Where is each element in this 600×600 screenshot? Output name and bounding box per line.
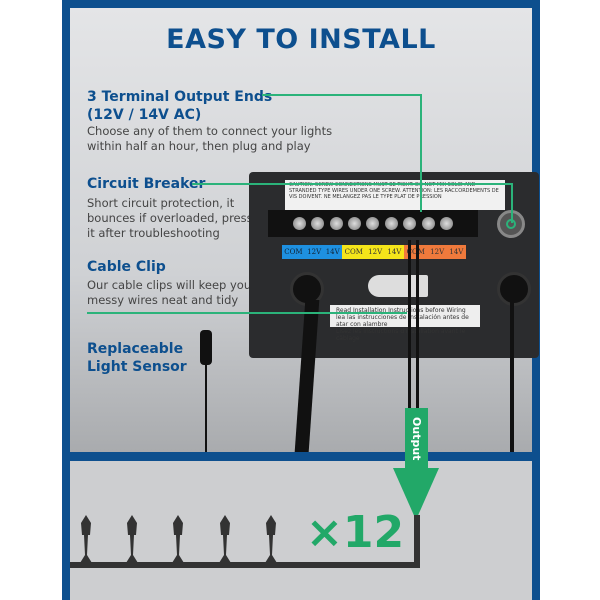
bottom-panel	[70, 461, 532, 600]
feature-heading-breaker: Circuit Breaker	[87, 176, 206, 192]
callout-line	[262, 94, 420, 96]
callout-line	[192, 183, 512, 185]
terminal-block	[268, 210, 478, 237]
callout-line	[511, 183, 513, 223]
output-wire	[408, 240, 411, 452]
lamp-icon	[219, 515, 231, 563]
cable-gland-right	[497, 272, 531, 306]
lighting-wire	[70, 562, 420, 568]
lighting-wire	[414, 515, 420, 568]
feature-heading-clip: Cable Clip	[87, 259, 166, 275]
arrow-down-icon	[393, 468, 439, 520]
cable-clip	[368, 275, 428, 297]
lamp-icon	[172, 515, 184, 563]
lamp-icon	[126, 515, 138, 563]
page-title: EASY TO INSTALL	[166, 24, 436, 55]
right-wire	[510, 300, 514, 452]
read-instructions-label: Read Installation Instructions before Wi…	[330, 305, 480, 342]
callout-line	[87, 312, 407, 314]
callout-line	[420, 94, 422, 212]
caution-label: CAUTION: SCREW CONNECTIONS MUST BE TIGHT…	[285, 180, 505, 210]
light-count: ×12	[306, 507, 405, 558]
output-arrow: Output	[405, 408, 428, 470]
sensor-wire	[205, 365, 207, 452]
output-wire	[416, 240, 419, 452]
feature-desc-terminals: Choose any of them to connect your light…	[87, 124, 333, 153]
feature-heading-terminals: 3 Terminal Output Ends(12V / 14V AC)	[87, 89, 273, 123]
light-sensor	[200, 330, 212, 365]
lamp-icon	[80, 515, 92, 563]
lamp-icon	[265, 515, 277, 563]
